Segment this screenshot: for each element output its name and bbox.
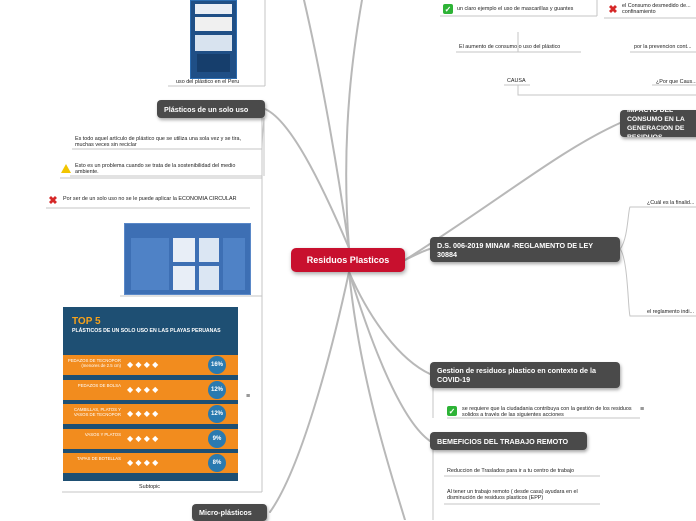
notes-icon[interactable]: ≡ [640,406,645,413]
top5-title: TOP 5 [72,316,101,327]
uso-plastico-peru-label: uso del plástico en el Peru [176,79,240,85]
node-beneficios[interactable]: BEMEFICIOS DEL TRABAJO REMOTO [430,432,587,450]
cross-icon: ✖ [608,3,618,16]
check-icon: ✓ [443,4,453,14]
top5-row-value: 12% [208,405,226,423]
node-ds-minam[interactable]: D.S. 006-2019 MINAM -REGLAMENTO DE LEY 3… [430,237,620,262]
top5-row-label: TAPAS DE BOTELLAS [76,456,121,461]
text-consumo-desmedido: el Consumo desmedido de... confinamiento [622,3,691,16]
text-economia-circular: Por ser de un solo uso no se le puede ap… [63,196,237,202]
top5-row-label: CAMBILLAS, PLATOS Y VASOS DE TECNOPOR [73,407,121,417]
node-micro-plasticos[interactable]: Micro-plásticos [192,504,267,521]
top5-row: TAPAS DE BOTELLAS ◆ ◆ ◆ ◆ 8% [63,453,238,473]
top5-infographic: TOP 5 PLÁSTICOS DE UN SOLO USO EN LAS PL… [63,307,238,481]
top5-row: PEDAZOS DE TECNOPOR (menores de 2.5 cm) ◆… [63,355,238,375]
text-finalidad: ¿Cuál es la finalid... [647,200,695,206]
text-reduccion: Reduccion de Traslados para ir a tu cent… [447,468,575,474]
text-aumento-consumo: El aumento de consumo o uso del plástico [459,44,561,50]
text-ciudadania: se requiere que la ciudadania contribuya… [462,406,632,419]
text-mascarillas: un claro ejemplo el uso de mascarillas y… [457,6,574,12]
plastic-usage-infographic [190,0,237,79]
check-icon: ✓ [447,406,457,416]
top5-row-items-icon: ◆ ◆ ◆ ◆ [127,360,159,369]
cross-icon: ✖ [48,194,58,207]
top5-row-value: 9% [208,429,226,448]
text-definicion: Es todo aquel artículo de plástico que s… [75,136,242,149]
warning-icon [61,163,71,173]
text-causa: CAUSA [507,78,526,84]
text-por-que: ¿Por que Caus... [656,79,696,85]
text-prevencion: por la prevencion cont... [634,44,692,50]
text-reglamento: el reglamento indi... [647,309,695,315]
top5-row-value: 8% [208,454,226,472]
top5-row-value: 16% [208,356,226,374]
node-impacto[interactable]: IMPACTO DEL CONSUMO EN LA GENERACION DE … [620,110,696,137]
top5-row: VASOS Y PLATOS ◆ ◆ ◆ ◆ 9% [63,428,238,449]
plastic-items-infographic [124,223,251,295]
top5-row: PEDAZOS DE BOLSA ◆ ◆ ◆ ◆ 12% [63,379,238,400]
top5-row-label: PEDAZOS DE BOLSA [77,382,121,388]
top5-row-items-icon: ◆ ◆ ◆ ◆ [127,433,159,443]
node-gestion-covid[interactable]: Gestion de residuos plastico en contexto… [430,362,620,388]
top5-row-items-icon: ◆ ◆ ◆ ◆ [127,409,159,418]
top5-row-label: PEDAZOS DE TECNOPOR (menores de 2.5 cm) [67,358,121,368]
central-topic[interactable]: Residuos Plasticos [291,248,405,272]
top5-row-items-icon: ◆ ◆ ◆ ◆ [127,384,159,394]
top5-row-label: VASOS Y PLATOS [84,431,121,437]
top5-row: CAMBILLAS, PLATOS Y VASOS DE TECNOPOR ◆ ◆… [63,404,238,424]
notes-icon[interactable]: ≡ [246,393,251,400]
top5-row-items-icon: ◆ ◆ ◆ ◆ [127,458,159,467]
text-subtopic: Subtopic [139,484,160,490]
text-problema: Esto es un problema cuando se trata de l… [75,163,236,176]
top5-subtitle: PLÁSTICOS DE UN SOLO USO EN LAS PLAYAS P… [72,328,221,334]
text-trabajo-remoto: Al tener un trabajo remoto ( desde casa)… [447,489,578,502]
node-plasticos-un-solo-uso[interactable]: Plásticos de un solo uso [157,100,265,118]
top5-row-value: 12% [208,380,226,399]
